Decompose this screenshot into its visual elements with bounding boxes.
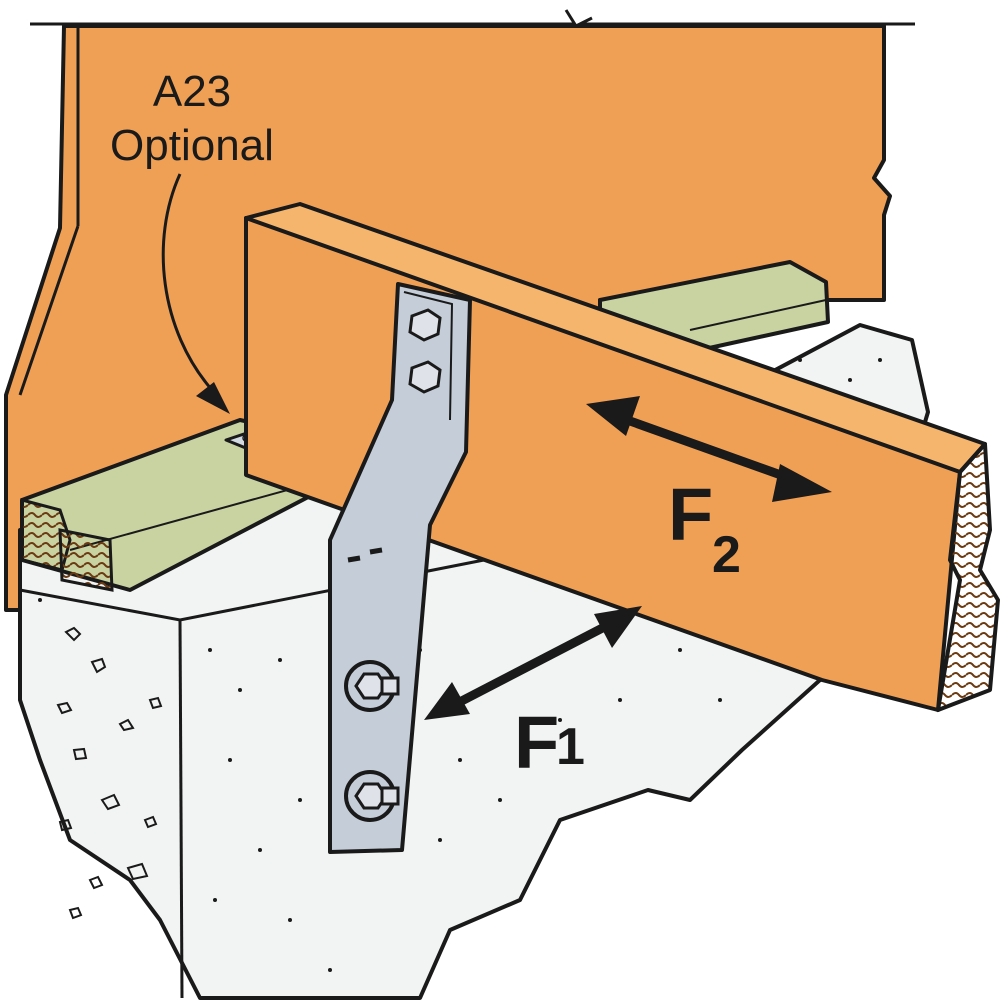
force-f2-subscript: 2 xyxy=(712,526,741,584)
force-f1-subscript: 1 xyxy=(556,718,585,776)
force-label-f1: F 1 xyxy=(514,701,585,784)
callout-leader xyxy=(161,173,214,391)
callout-label-line1: A23 xyxy=(153,67,231,116)
double-arrow-icon xyxy=(586,396,832,502)
force-f2-letter: F xyxy=(668,473,713,556)
anchor-bolt-icon xyxy=(344,308,442,822)
force-f1-letter: F xyxy=(514,701,559,784)
double-arrow-icon xyxy=(424,606,642,720)
holdown-strap xyxy=(328,282,472,854)
aggregate-specks xyxy=(56,626,163,920)
callout-label-line2: Optional xyxy=(110,121,274,170)
callout-arrowhead xyxy=(196,382,230,414)
force-label-f2: F 2 xyxy=(668,473,741,584)
